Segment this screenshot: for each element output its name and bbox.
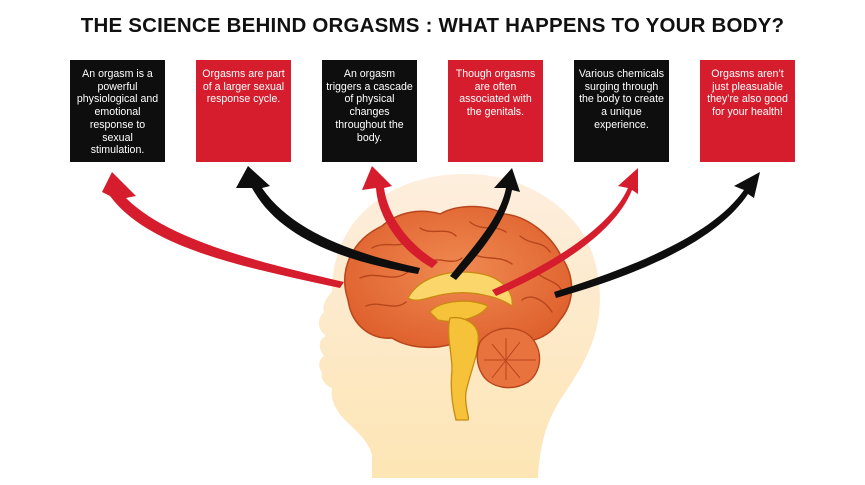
page-title: THE SCIENCE BEHIND ORGASMS : WHAT HAPPEN… [80, 14, 785, 37]
info-card-3-text: An orgasm triggers a cascade of physical… [326, 68, 413, 144]
info-card-1-text: An orgasm is a powerful physiological an… [76, 68, 159, 157]
arrow-icon [554, 172, 760, 298]
info-card-6-text: Orgasms aren’t just pleasuable they’re a… [707, 68, 788, 119]
arrow-icon [450, 168, 520, 280]
info-card-6: Orgasms aren’t just pleasuable they’re a… [700, 60, 795, 162]
arrows [102, 166, 760, 298]
arrow-icon [102, 172, 344, 288]
arrow-icon [362, 166, 438, 268]
info-card-1: An orgasm is a powerful physiological an… [70, 60, 165, 162]
info-card-5-text: Various chemicals surging through the bo… [578, 68, 665, 131]
info-card-4-text: Though orgasms are often associated with… [455, 68, 536, 119]
arrow-icon [236, 166, 420, 274]
info-card-2-text: Orgasms are part of a larger sexual resp… [202, 68, 285, 106]
info-card-4: Though orgasms are often associated with… [448, 60, 543, 162]
info-card-5: Various chemicals surging through the bo… [574, 60, 669, 162]
info-card-3: An orgasm triggers a cascade of physical… [322, 60, 417, 162]
info-card-2: Orgasms are part of a larger sexual resp… [196, 60, 291, 162]
